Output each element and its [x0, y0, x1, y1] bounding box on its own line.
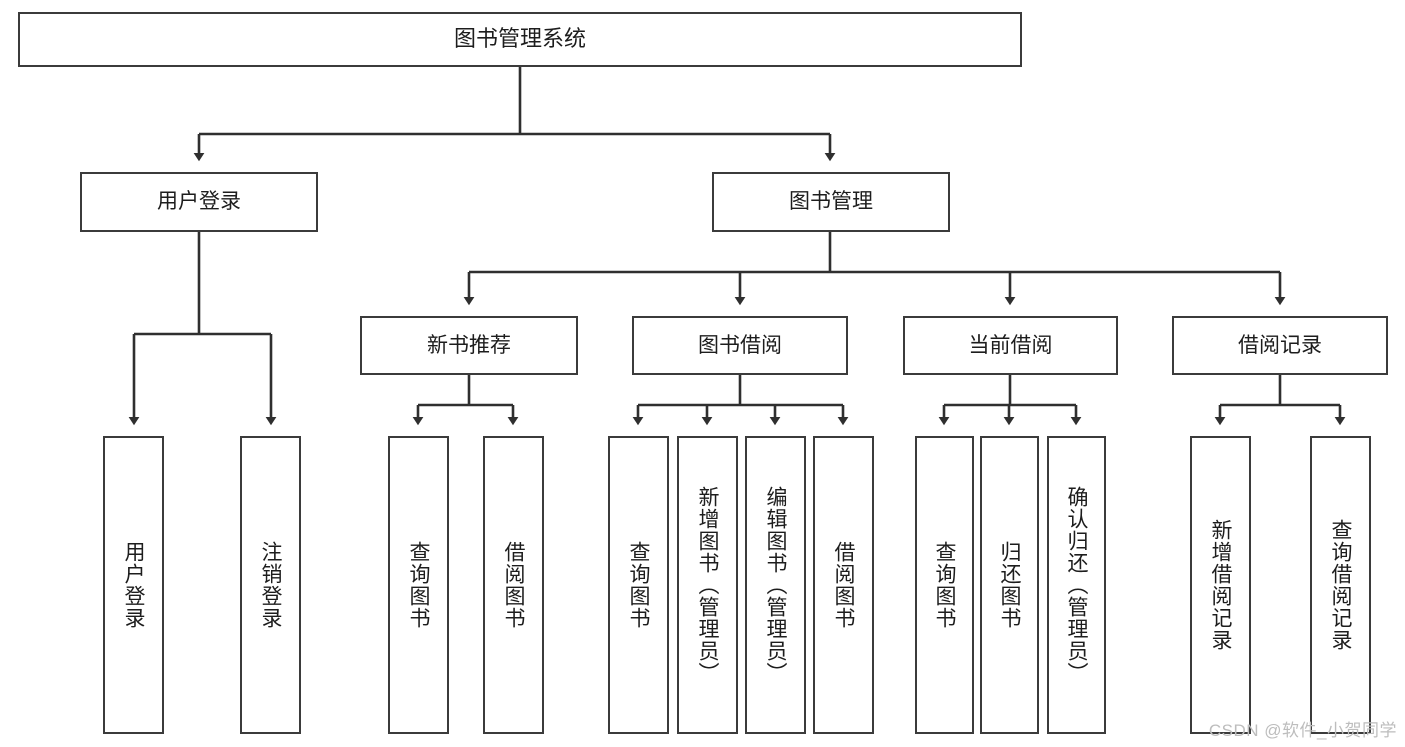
node-new-book-recommend-label: 新书推荐 — [427, 333, 511, 357]
leaf-query-book-borrow-label: 查询图书 — [627, 541, 650, 629]
watermark: CSDN @软件_小贺同学 — [1208, 721, 1397, 740]
leaf-user-login-label: 用户登录 — [122, 541, 145, 629]
node-borrow-record[interactable]: 借阅记录 — [1172, 316, 1388, 375]
node-book-borrow-label: 图书借阅 — [698, 333, 782, 357]
leaf-logout[interactable]: 注销登录 — [240, 436, 301, 734]
node-new-book-recommend[interactable]: 新书推荐 — [360, 316, 578, 375]
leaf-return-book[interactable]: 归还图书 — [980, 436, 1039, 734]
leaf-confirm-return-admin[interactable]: 确认归还（管理员） — [1047, 436, 1106, 734]
node-book-management[interactable]: 图书管理 — [712, 172, 950, 232]
node-book-management-label: 图书管理 — [789, 190, 873, 214]
leaf-query-borrow-record-label: 查询借阅记录 — [1329, 519, 1352, 651]
leaf-add-borrow-record-label: 新增借阅记录 — [1209, 519, 1232, 651]
leaf-add-book-admin-label: 新增图书（管理员） — [696, 486, 719, 684]
leaf-borrow-book-recommend[interactable]: 借阅图书 — [483, 436, 544, 734]
leaf-logout-label: 注销登录 — [259, 541, 282, 629]
leaf-query-borrow-record[interactable]: 查询借阅记录 — [1310, 436, 1371, 734]
leaf-add-book-admin[interactable]: 新增图书（管理员） — [677, 436, 738, 734]
node-root-label: 图书管理系统 — [453, 26, 586, 52]
leaf-confirm-return-admin-label: 确认归还（管理员） — [1065, 486, 1088, 684]
leaf-add-borrow-record[interactable]: 新增借阅记录 — [1190, 436, 1251, 734]
leaf-query-book-recommend-label: 查询图书 — [407, 541, 430, 629]
leaf-borrow-book[interactable]: 借阅图书 — [813, 436, 874, 734]
leaf-query-book-current-label: 查询图书 — [933, 541, 956, 629]
leaf-query-book-current[interactable]: 查询图书 — [915, 436, 974, 734]
node-current-borrow[interactable]: 当前借阅 — [903, 316, 1118, 375]
leaf-query-book-borrow[interactable]: 查询图书 — [608, 436, 669, 734]
node-book-borrow[interactable]: 图书借阅 — [632, 316, 848, 375]
leaf-return-book-label: 归还图书 — [998, 541, 1021, 629]
node-user-login-label: 用户登录 — [157, 190, 241, 214]
node-user-login[interactable]: 用户登录 — [80, 172, 318, 232]
leaf-borrow-book-label: 借阅图书 — [832, 541, 855, 629]
leaf-edit-book-admin[interactable]: 编辑图书（管理员） — [745, 436, 806, 734]
leaf-user-login[interactable]: 用户登录 — [103, 436, 164, 734]
node-current-borrow-label: 当前借阅 — [968, 333, 1053, 357]
leaf-query-book-recommend[interactable]: 查询图书 — [388, 436, 449, 734]
node-borrow-record-label: 借阅记录 — [1238, 333, 1322, 357]
node-root[interactable]: 图书管理系统 — [18, 12, 1022, 67]
leaf-borrow-book-recommend-label: 借阅图书 — [502, 541, 525, 629]
leaf-edit-book-admin-label: 编辑图书（管理员） — [764, 486, 787, 684]
